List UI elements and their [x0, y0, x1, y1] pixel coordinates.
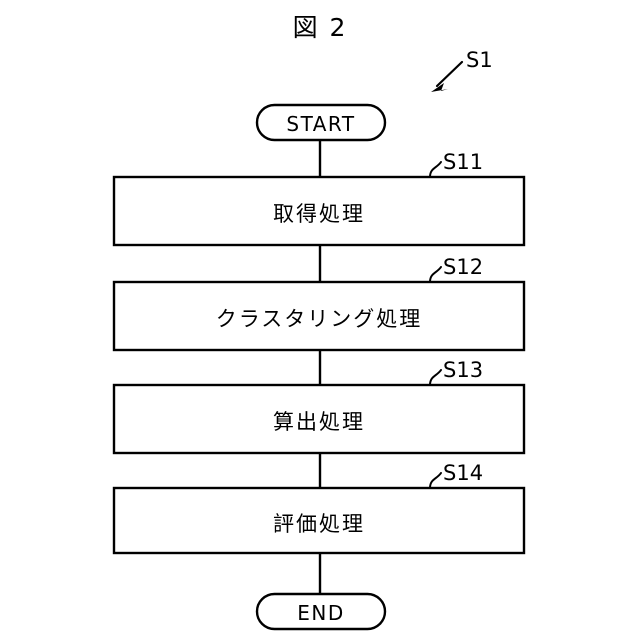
- step-ref-s11: S11: [443, 150, 484, 174]
- process-label-s11: 取得処理: [273, 202, 365, 226]
- process-box-s13: [112, 383, 526, 455]
- start-node-label: START: [286, 112, 356, 136]
- end-node-label: END: [297, 601, 345, 625]
- step-ref-s12: S12: [443, 255, 484, 279]
- s11-leader-hook: [429, 161, 442, 178]
- process-box-s12: [112, 280, 526, 352]
- end-node-shape: [255, 592, 387, 631]
- figure-title: 図 2: [292, 13, 348, 42]
- s1-leader-arrow: [431, 60, 464, 92]
- process-box-s11: [112, 175, 526, 247]
- s13-leader-hook: [429, 369, 442, 386]
- step-ref-s14: S14: [443, 461, 484, 485]
- process-label-s13: 算出処理: [273, 410, 365, 434]
- s14-leader-hook: [429, 472, 442, 489]
- step-ref-s1: S1: [466, 48, 493, 72]
- process-label-s14: 評価処理: [273, 512, 365, 536]
- process-label-s12: クラスタリング処理: [215, 307, 423, 331]
- s12-leader-hook: [429, 266, 442, 283]
- step-ref-s13: S13: [443, 358, 484, 382]
- process-box-s14: [112, 486, 526, 555]
